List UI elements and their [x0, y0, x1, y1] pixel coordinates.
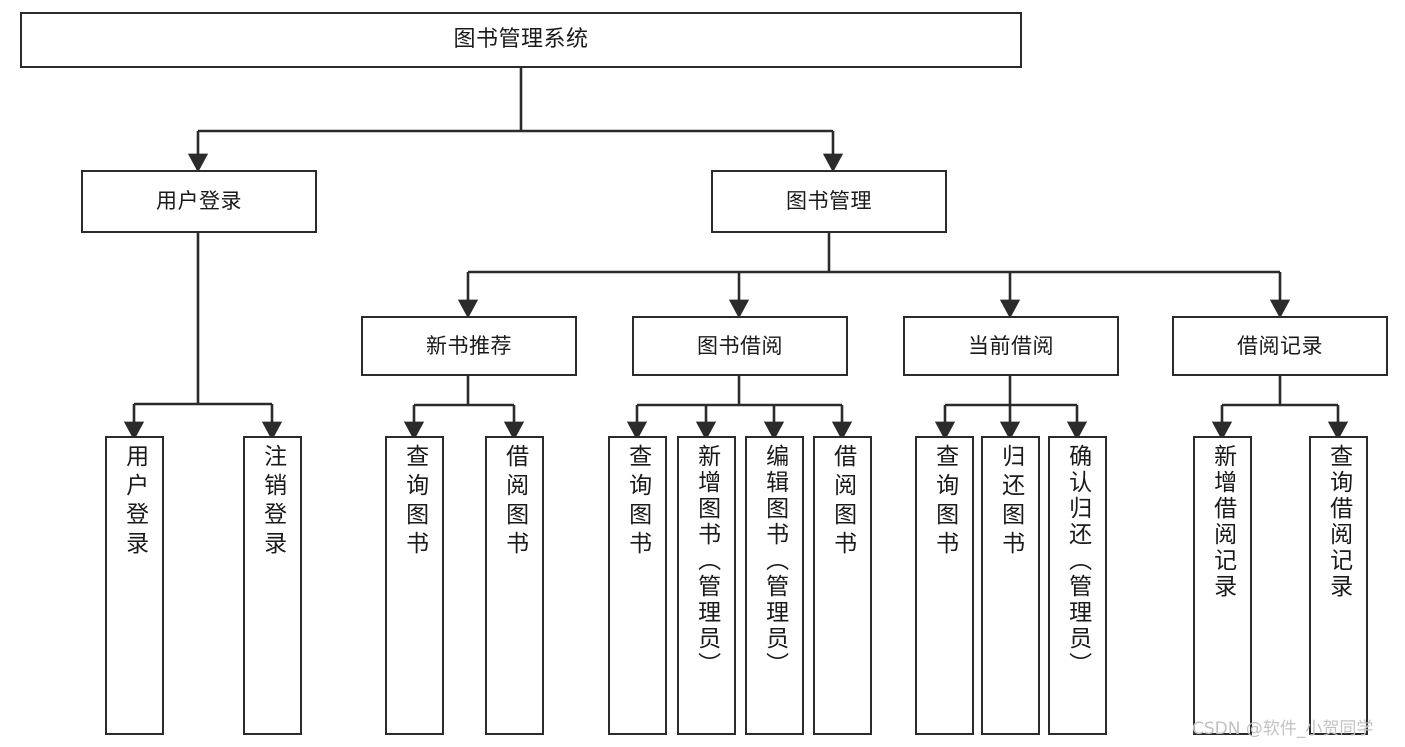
- node-label: 查询图书: [401, 444, 428, 560]
- node-label: 确认归还（管理员）: [1064, 444, 1091, 678]
- node-label: 图书管理: [786, 189, 872, 214]
- node-label: 查询借阅记录: [1325, 444, 1352, 600]
- csdn-watermark: CSDN @软件_小贺同学: [1192, 719, 1374, 739]
- leaf-add-book-admin[interactable]: 新增图书（管理员）: [677, 436, 736, 735]
- node-label: 图书管理系统: [453, 27, 589, 53]
- node-label: 借阅记录: [1237, 333, 1323, 358]
- node-label: 注销登录: [259, 444, 286, 560]
- node-user-login[interactable]: 用户登录: [81, 170, 317, 233]
- node-label: 新增图书（管理员）: [693, 444, 720, 678]
- node-label: 当前借阅: [968, 333, 1054, 358]
- leaf-user-login[interactable]: 用户登录: [105, 436, 164, 735]
- node-book-borrow[interactable]: 图书借阅: [632, 316, 848, 376]
- leaf-logout-login[interactable]: 注销登录: [243, 436, 302, 735]
- node-book-manage[interactable]: 图书管理: [711, 170, 947, 233]
- node-root-book-management-system[interactable]: 图书管理系统: [20, 12, 1022, 68]
- node-label: 借阅图书: [501, 444, 528, 560]
- node-label: 查询图书: [624, 444, 651, 560]
- node-label: 新书推荐: [426, 333, 512, 358]
- node-label: 用户登录: [156, 189, 242, 214]
- leaf-edit-book-admin[interactable]: 编辑图书（管理员）: [745, 436, 804, 735]
- node-new-book-recommend[interactable]: 新书推荐: [361, 316, 577, 376]
- leaf-query-book-recommend[interactable]: 查询图书: [385, 436, 444, 735]
- leaf-query-book-current[interactable]: 查询图书: [915, 436, 974, 735]
- node-borrow-record[interactable]: 借阅记录: [1172, 316, 1388, 376]
- leaf-return-book[interactable]: 归还图书: [981, 436, 1040, 735]
- leaf-borrow-book-borrow[interactable]: 借阅图书: [813, 436, 872, 735]
- leaf-confirm-return-admin[interactable]: 确认归还（管理员）: [1048, 436, 1107, 735]
- node-label: 查询图书: [931, 444, 958, 560]
- node-current-borrow[interactable]: 当前借阅: [903, 316, 1119, 376]
- node-label: 新增借阅记录: [1209, 444, 1236, 600]
- leaf-query-borrow-record[interactable]: 查询借阅记录: [1309, 436, 1368, 735]
- node-label: 借阅图书: [829, 444, 856, 560]
- node-label: 编辑图书（管理员）: [761, 444, 788, 678]
- leaf-borrow-book-recommend[interactable]: 借阅图书: [485, 436, 544, 735]
- leaf-query-book-borrow[interactable]: 查询图书: [608, 436, 667, 735]
- leaf-add-borrow-record[interactable]: 新增借阅记录: [1193, 436, 1252, 735]
- node-label: 用户登录: [121, 444, 148, 560]
- node-label: 图书借阅: [697, 333, 783, 358]
- node-label: 归还图书: [997, 444, 1024, 560]
